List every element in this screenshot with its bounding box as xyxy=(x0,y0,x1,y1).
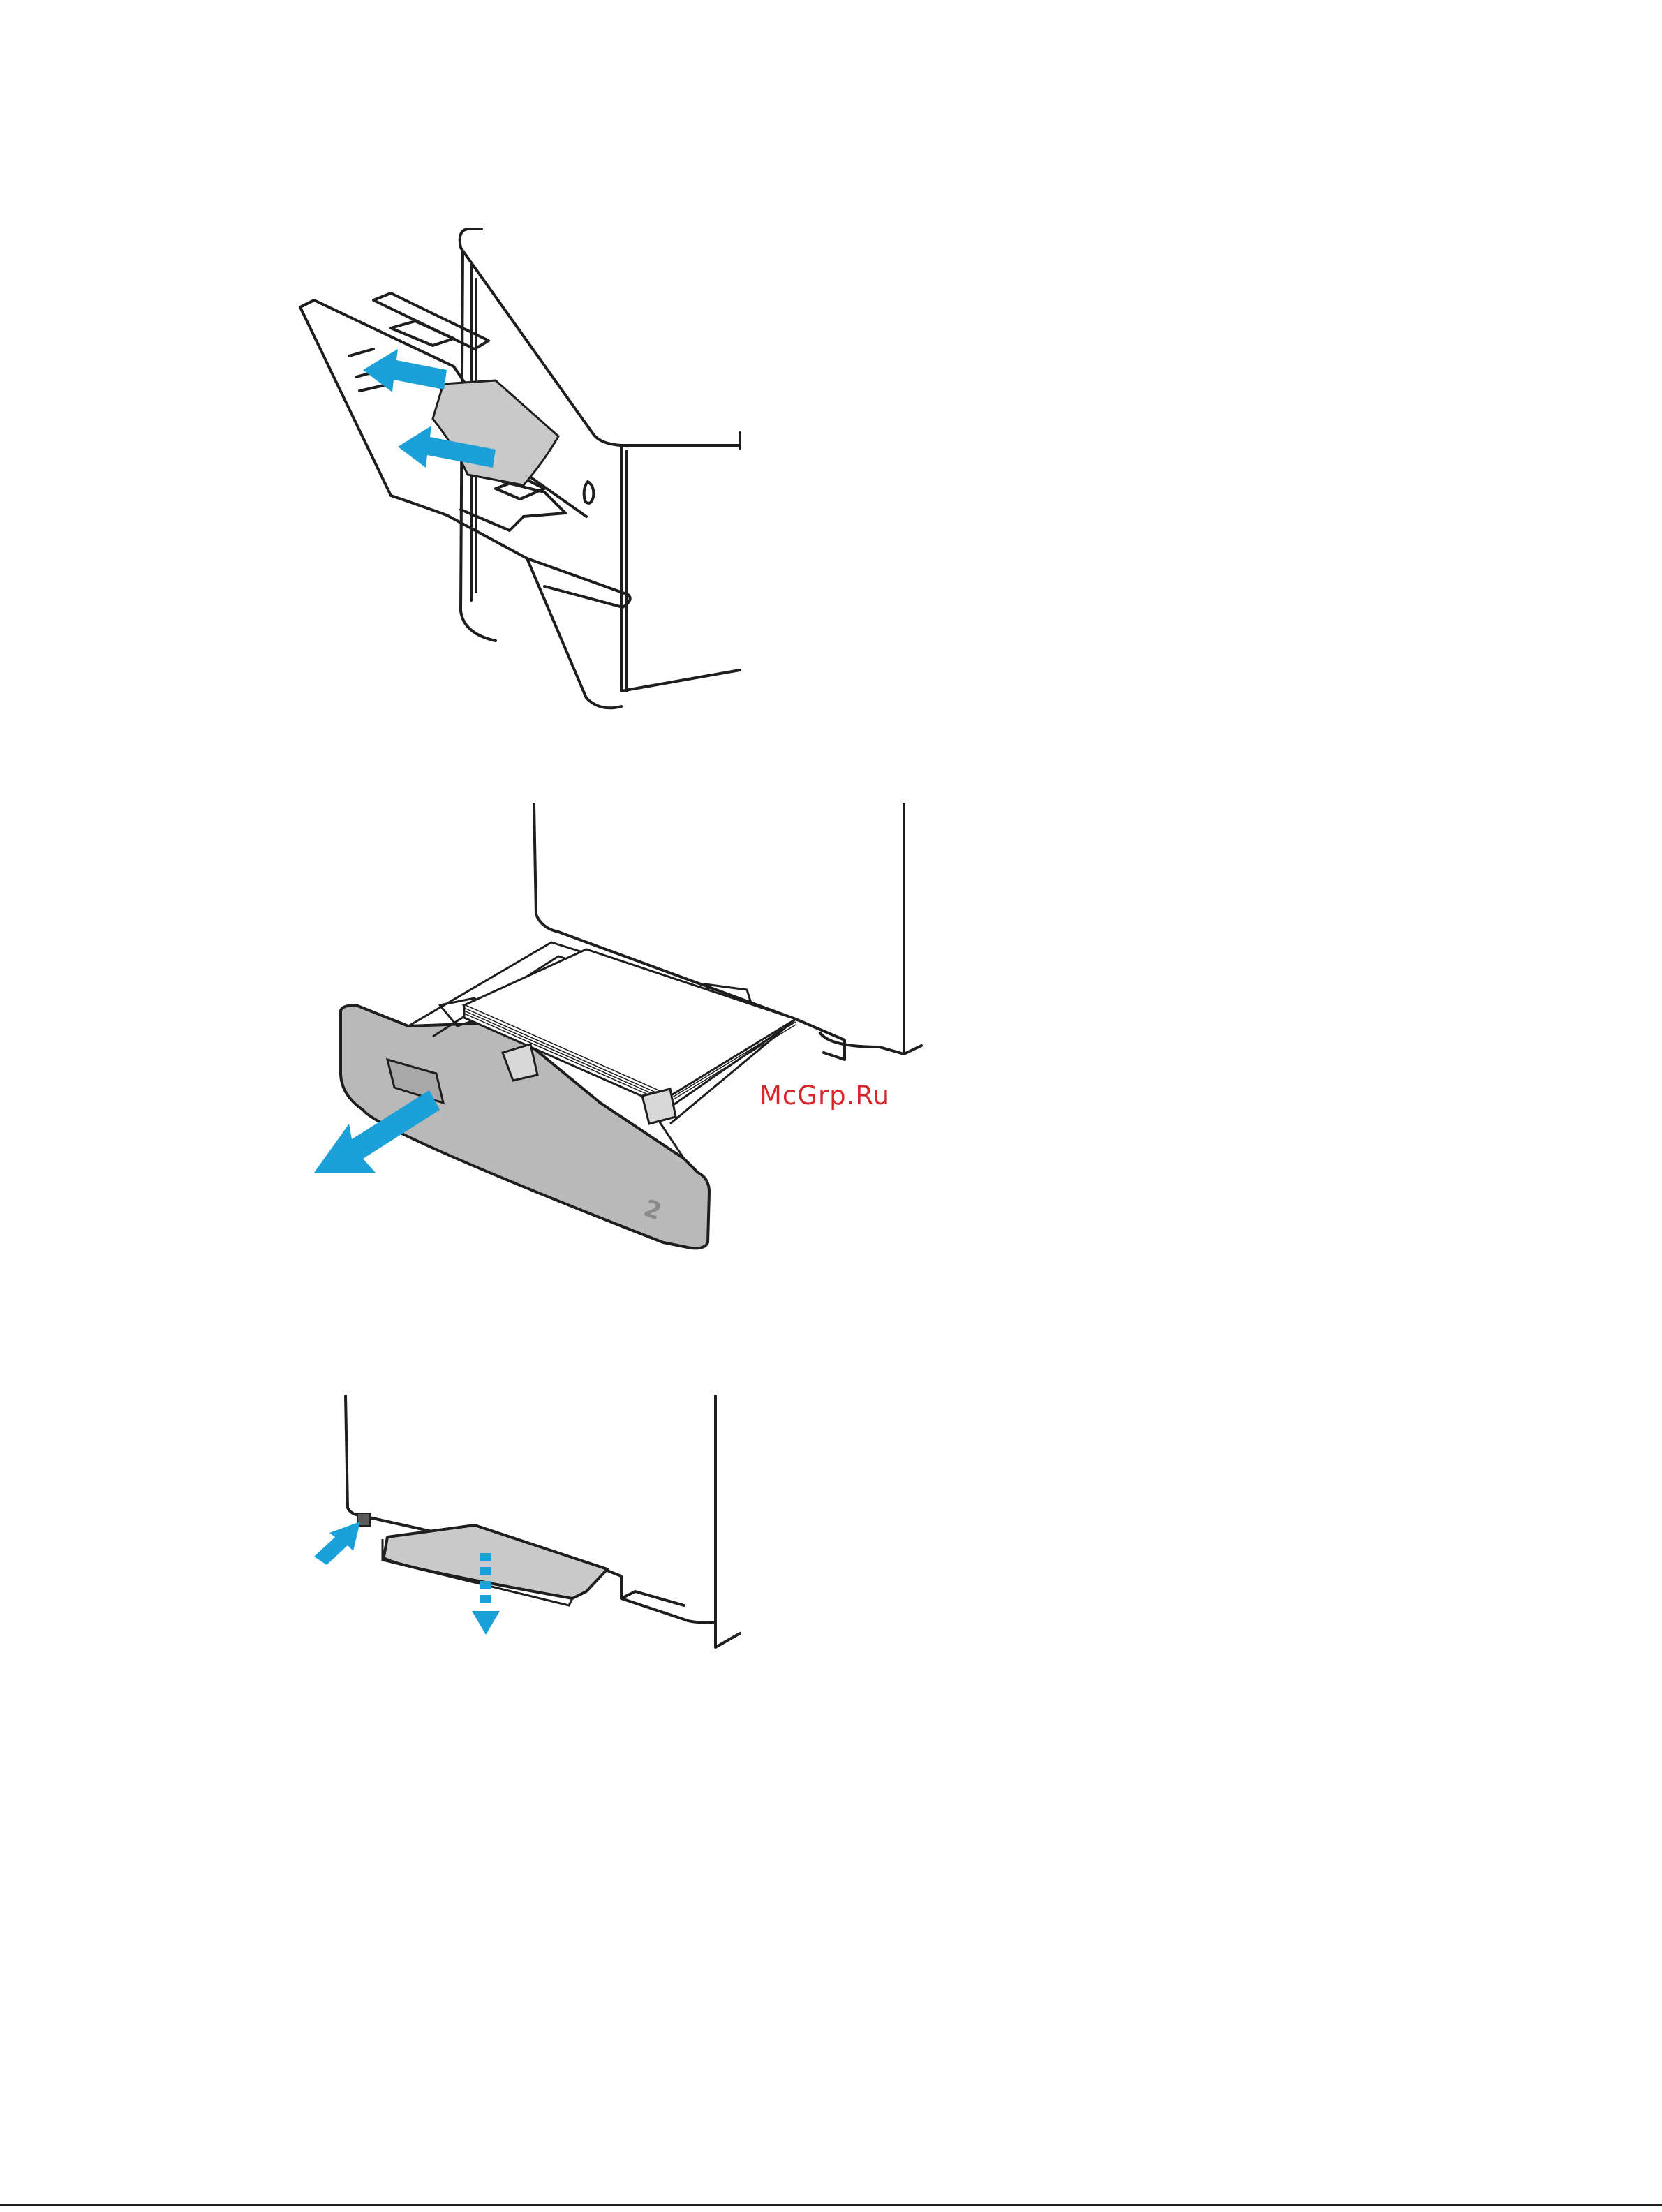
tray2-open-illustration: 2 xyxy=(293,796,942,1270)
tray1-jam-illustration xyxy=(293,209,754,712)
watermark-text: McGrp.Ru xyxy=(759,1081,890,1111)
lower-door-illustration xyxy=(293,1389,754,1668)
footer-divider xyxy=(0,2204,1662,2206)
